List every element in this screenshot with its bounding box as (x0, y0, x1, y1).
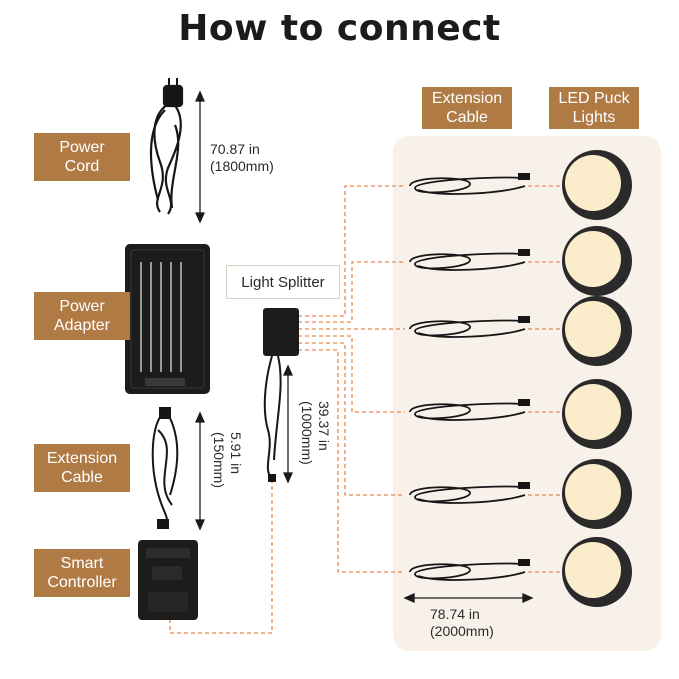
puck-lights (562, 150, 632, 607)
guide-line-splitter-1 (298, 185, 405, 317)
power-cord-length: 70.87 in (1800mm) (210, 141, 274, 174)
led-puck-lights-label: LED Puck Lights (549, 87, 639, 129)
guide-line-controller-to-splitter (169, 475, 273, 634)
extension-cable-length: 5.91 in (150mm) (211, 432, 244, 489)
extension-cable-column-label: Extension Cable (422, 87, 512, 129)
power-cord-dimension-arrow (194, 90, 206, 224)
extension-cable-dimension-arrow (194, 411, 206, 531)
extension-cable-3 (409, 319, 526, 338)
puck-light-5 (562, 459, 632, 529)
guide-line-splitter-2 (298, 261, 405, 323)
extension-cable-6 (409, 562, 526, 581)
puck-light-2 (562, 226, 632, 296)
light-splitter-image (263, 308, 299, 482)
extension-cable-left-image (151, 407, 179, 529)
extension-cables (409, 176, 526, 581)
extension-cable-2 (409, 252, 526, 271)
power-adapter-image (125, 244, 210, 394)
extension-cable-4 (409, 402, 526, 421)
power-cord-image (149, 78, 184, 215)
extension-cable-1 (409, 176, 526, 195)
splitter-cable-dimension-arrow (282, 364, 294, 484)
guide-line-splitter-6 (298, 349, 405, 573)
extension-cable-connectors (518, 173, 530, 566)
smart-controller-image (138, 540, 198, 620)
guide-line-splitter-5 (298, 342, 405, 496)
power-cord-label: Power Cord (34, 133, 130, 181)
puck-cable-dimension-arrow (403, 592, 534, 604)
puck-light-4 (562, 379, 632, 449)
light-splitter-label: Light Splitter (226, 265, 340, 299)
page-title: How to connect (178, 8, 501, 49)
puck-light-6 (562, 537, 632, 607)
puck-light-3 (562, 296, 632, 366)
puck-cable-length: 78.74 in (2000mm) (430, 606, 494, 639)
power-adapter-label: Power Adapter (34, 292, 130, 340)
splitter-cable-length: 39.37 in (1000mm) (299, 401, 332, 465)
extension-cable-5 (409, 485, 526, 504)
guide-line-splitter-4 (298, 335, 405, 413)
puck-light-1 (562, 150, 632, 220)
dimension-arrows (194, 90, 534, 604)
extension-cable-label: Extension Cable (34, 444, 130, 492)
smart-controller-label: Smart Controller (34, 549, 130, 597)
